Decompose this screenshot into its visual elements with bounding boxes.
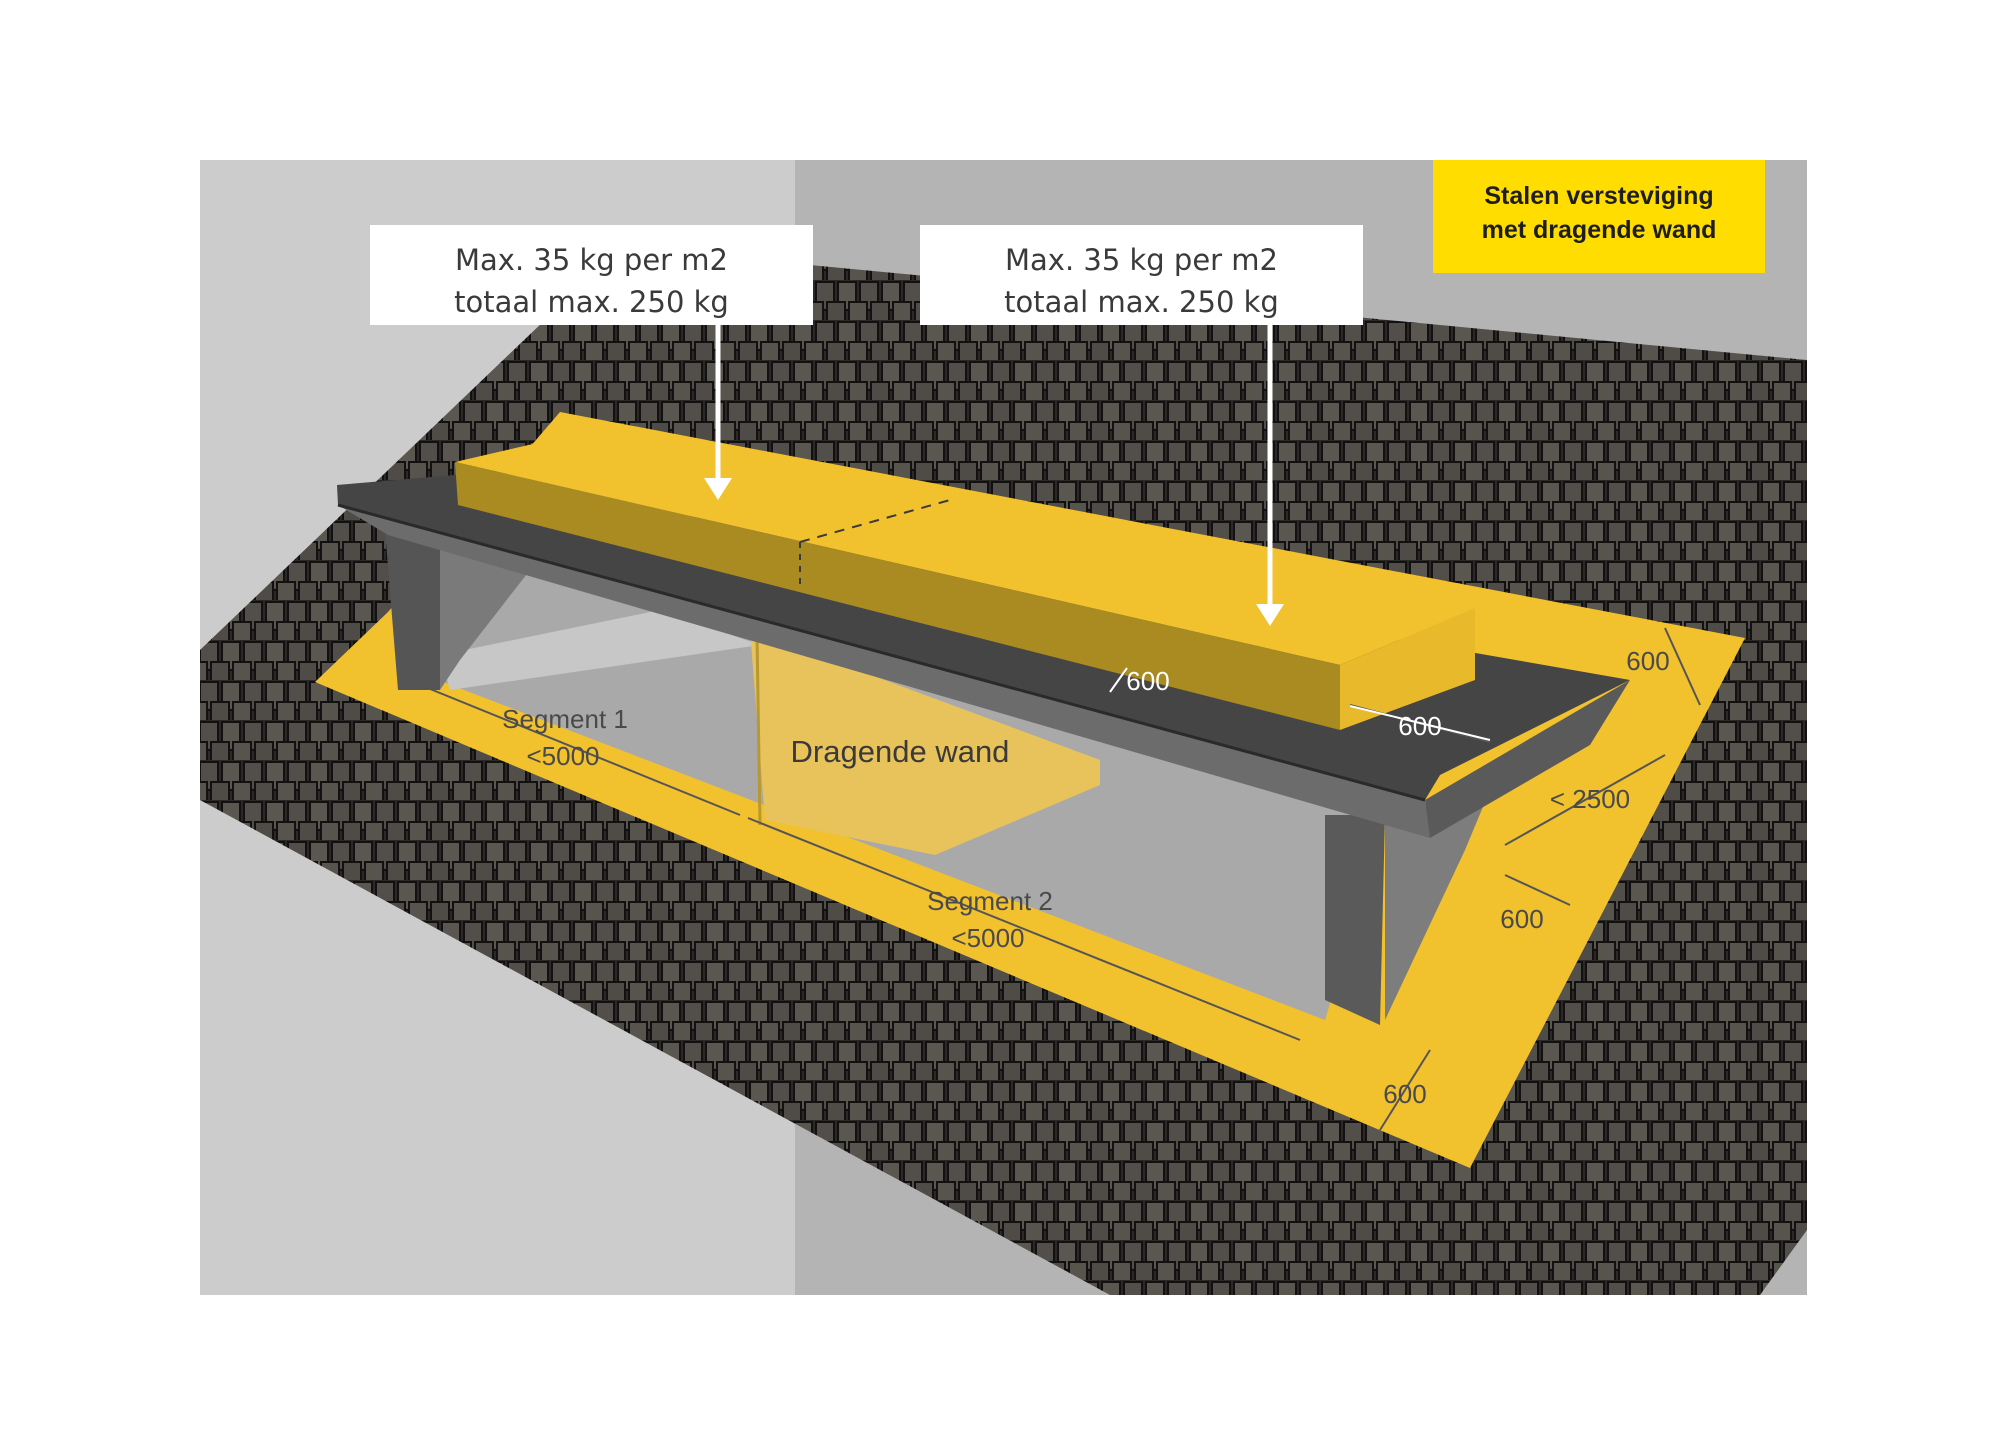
segment1-length: <5000 xyxy=(526,741,599,771)
dimension-front: 600 xyxy=(1383,1079,1426,1109)
dimension-side-top: 600 xyxy=(1626,646,1669,676)
title-badge: Stalen versteviging met dragende wand xyxy=(1433,160,1765,273)
arrow-right xyxy=(1256,325,1284,626)
load-callout-left: Max. 35 kg per m2 totaal max. 250 kg xyxy=(370,225,813,325)
dimension-lines-white xyxy=(1109,667,1491,741)
load-callout-left-line2: totaal max. 250 kg xyxy=(454,285,729,319)
load-callout-right: Max. 35 kg per m2 totaal max. 250 kg xyxy=(920,225,1363,325)
dragende-wand xyxy=(750,630,1100,855)
dragende-wand-edge xyxy=(755,634,762,826)
load-split-dashed xyxy=(799,499,951,543)
segment1-name: Segment 1 xyxy=(502,704,628,734)
title-badge-line2: met dragende wand xyxy=(1481,216,1717,244)
segment2-name: Segment 2 xyxy=(927,886,1053,916)
left-post-side xyxy=(440,530,530,690)
opening-back-light xyxy=(440,610,760,690)
arrow-left xyxy=(704,325,732,500)
title-badge-line1: Stalen versteviging xyxy=(1484,182,1714,210)
load-callout-right-line2: totaal max. 250 kg xyxy=(1004,285,1279,319)
dimension-load-offset: 600 xyxy=(1398,711,1441,741)
load-callout-left-line1: Max. 35 kg per m2 xyxy=(454,243,729,277)
right-post-side xyxy=(1385,790,1490,1020)
load-side xyxy=(455,462,1340,730)
load-end xyxy=(1340,608,1475,730)
dimension-lines xyxy=(407,627,1701,1131)
beam-edge xyxy=(337,503,1426,802)
dimension-side-mid: 600 xyxy=(1500,904,1543,934)
load-callout-right-line1: Max. 35 kg per m2 xyxy=(1004,243,1279,277)
dragende-wand-label: Dragende wand xyxy=(791,734,1010,769)
left-post xyxy=(385,530,440,690)
beam-face xyxy=(338,505,1430,838)
segment2-length: <5000 xyxy=(951,923,1024,953)
dimension-beam-depth: 600 xyxy=(1126,666,1169,696)
right-post xyxy=(1325,815,1385,1025)
dimension-depth: < 2500 xyxy=(1550,784,1630,814)
load-top xyxy=(455,430,1475,665)
beam-front xyxy=(1425,680,1630,838)
